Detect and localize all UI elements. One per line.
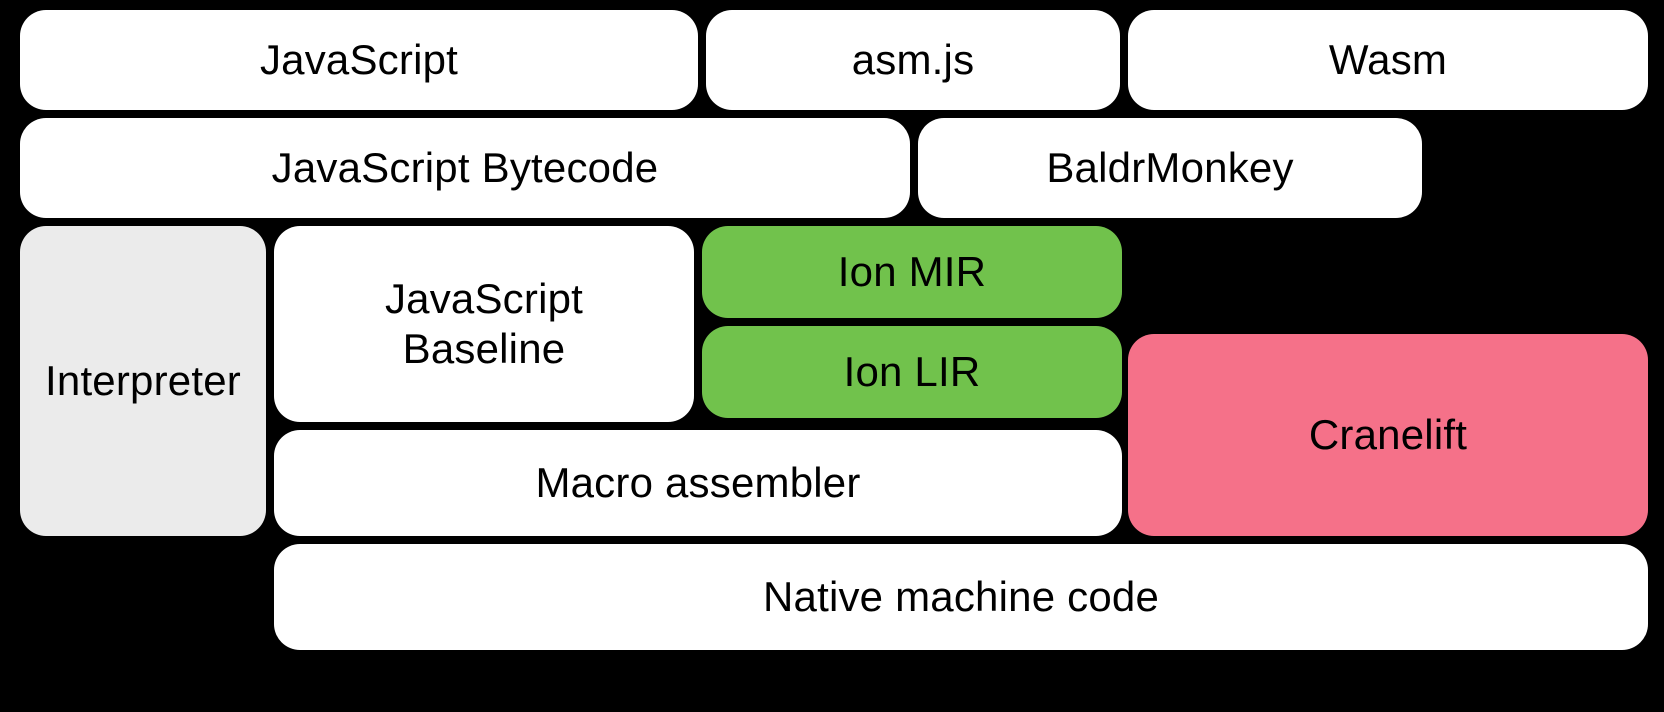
node-label: BaldrMonkey: [1046, 144, 1294, 192]
node-macro-assembler[interactable]: Macro assembler: [274, 430, 1122, 536]
node-label: Wasm: [1328, 36, 1448, 84]
node-ion-mir[interactable]: Ion MIR: [702, 226, 1122, 318]
node-label: JavaScript: [259, 36, 459, 84]
node-interpreter[interactable]: Interpreter: [20, 226, 266, 536]
node-label: asm.js: [851, 36, 975, 84]
node-label: Ion LIR: [843, 348, 981, 396]
node-cranelift[interactable]: Cranelift: [1128, 334, 1648, 536]
node-label: Ion MIR: [837, 248, 987, 296]
node-javascript[interactable]: JavaScript: [20, 10, 698, 110]
node-label: JavaScript Bytecode: [271, 144, 659, 192]
node-javascript-baseline[interactable]: JavaScript Baseline: [274, 226, 694, 422]
node-javascript-bytecode[interactable]: JavaScript Bytecode: [20, 118, 910, 218]
node-label: Macro assembler: [535, 459, 861, 507]
node-baldrmonkey[interactable]: BaldrMonkey: [918, 118, 1422, 218]
node-label: JavaScript Baseline: [384, 275, 584, 372]
node-native-machine-code[interactable]: Native machine code: [274, 544, 1648, 650]
node-asm-js[interactable]: asm.js: [706, 10, 1120, 110]
node-ion-lir[interactable]: Ion LIR: [702, 326, 1122, 418]
node-label: Native machine code: [762, 573, 1159, 621]
node-label: Cranelift: [1308, 411, 1468, 459]
node-label: Interpreter: [45, 357, 241, 405]
node-wasm[interactable]: Wasm: [1128, 10, 1648, 110]
